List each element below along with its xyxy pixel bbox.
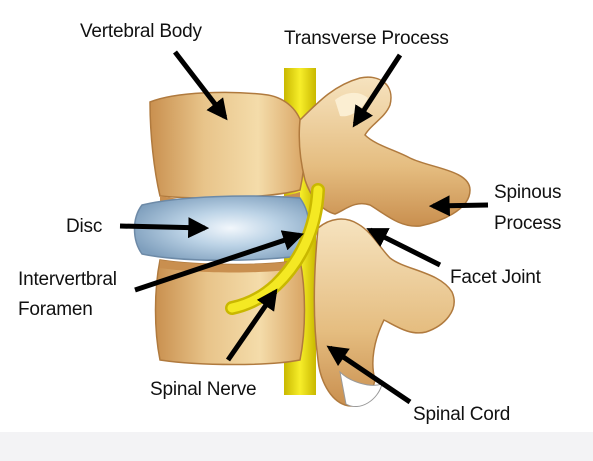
arrow-intervertebral-foramen — [134, 230, 304, 293]
label-disc: Disc — [66, 216, 102, 237]
arrow-disc — [119, 217, 210, 239]
upper-posterior-elements — [298, 76, 471, 227]
label-spinous-process-line2: Process — [494, 213, 561, 234]
label-spinal-cord: Spinal Cord — [413, 404, 510, 425]
label-spinal-nerve: Spinal Nerve — [150, 379, 256, 400]
pointer-arrows — [119, 50, 489, 405]
arrow-transverse-process — [352, 53, 403, 128]
label-intervertebral-foramen-line2: Foramen — [18, 299, 93, 320]
label-transverse-process: Transverse Process — [284, 28, 449, 49]
label-facet-joint: Facet Joint — [450, 267, 542, 288]
diagram-labels: Vertebral Body Transverse Process Spinou… — [18, 21, 561, 425]
footer-strip — [0, 432, 593, 461]
label-vertebral-body: Vertebral Body — [80, 21, 203, 42]
lower-posterior-elements — [313, 218, 455, 407]
arrow-spinal-cord — [326, 345, 412, 405]
label-intervertebral-foramen-line1: Intervertbral — [18, 269, 117, 290]
arrow-vertebral-body — [173, 50, 228, 121]
spinal-nerve-shape — [225, 183, 325, 315]
upper-vertebral-body — [149, 91, 306, 207]
arrow-facet-joint — [366, 227, 442, 268]
arrow-spinal-nerve — [225, 288, 278, 362]
label-spinous-process-line1: Spinous — [494, 182, 561, 203]
arrow-spinous-process — [428, 195, 489, 217]
